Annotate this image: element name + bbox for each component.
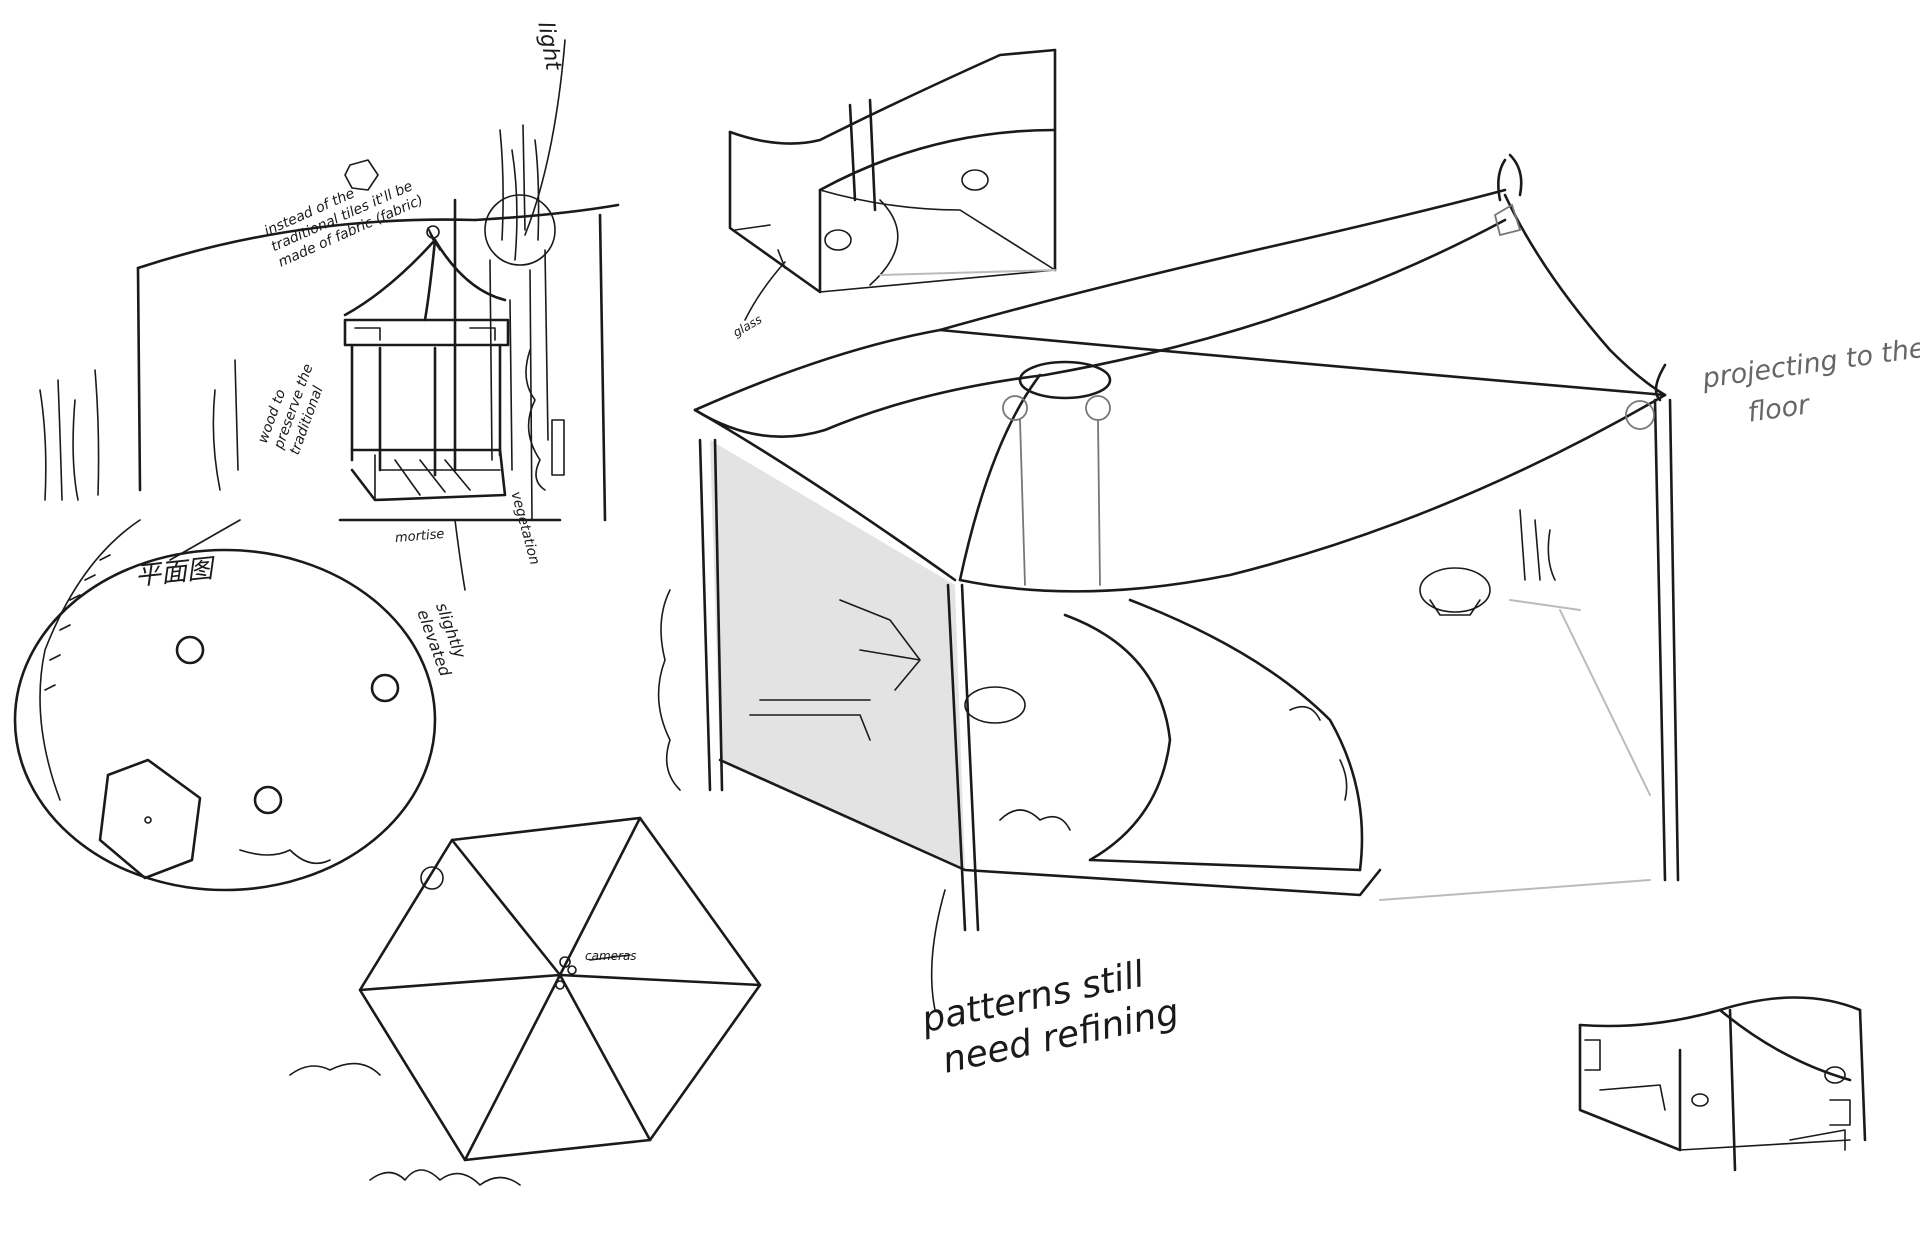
pavilion-sketch <box>39 39 620 591</box>
note-cameras: cameras <box>585 949 637 963</box>
note-plan-label: 平面图 <box>133 554 215 592</box>
small-box-sketch-top <box>728 48 1057 321</box>
small-box-sketch-bottom <box>1578 996 1867 1172</box>
hexagon-roof-plan <box>289 816 762 1186</box>
main-tent-sketch <box>657 153 1680 1011</box>
site-plan-circle <box>13 519 437 892</box>
